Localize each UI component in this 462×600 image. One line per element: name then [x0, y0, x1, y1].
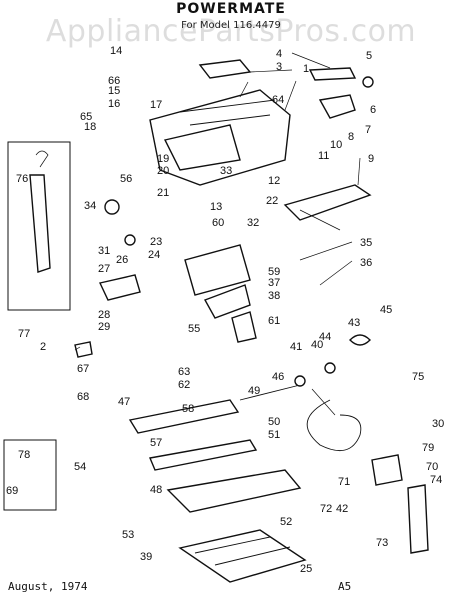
- callout-label: 37: [268, 277, 280, 289]
- callout-label: 57: [150, 437, 162, 449]
- callout-label: 36: [360, 257, 372, 269]
- callout-label: 5: [366, 50, 372, 62]
- callout-label: 63: [178, 366, 190, 378]
- callout-label: 6: [370, 104, 376, 116]
- switch-plate-part: [371, 454, 403, 486]
- callout-label: 48: [150, 484, 162, 496]
- callout-label: 33: [220, 165, 232, 177]
- callout-label: 38: [268, 290, 280, 302]
- callout-label: 45: [380, 304, 392, 316]
- callout-label: 62: [178, 379, 190, 391]
- callout-label: 46: [272, 371, 284, 383]
- callout-label: 59: [268, 266, 280, 278]
- callout-label: 51: [268, 429, 280, 441]
- pad-part: [198, 59, 252, 79]
- callout-label: 50: [268, 416, 280, 428]
- callout-label: 9: [368, 153, 374, 165]
- callout-label: 65: [80, 111, 92, 123]
- callout-label: 25: [300, 563, 312, 575]
- callout-label: 39: [140, 551, 152, 563]
- callout-label: 43: [348, 317, 360, 329]
- callout-labels: 1 2 3 4 5 6 7 8 9 10 11 12 13 14 15 16 1…: [6, 45, 444, 575]
- callout-label: 73: [376, 537, 388, 549]
- callout-label: 74: [430, 474, 442, 486]
- bumper-bar-part: [283, 184, 372, 221]
- callout-label: 11: [318, 150, 329, 162]
- callout-label: 31: [98, 245, 110, 257]
- page-number: A5: [338, 580, 352, 593]
- callout-label: 67: [77, 363, 89, 375]
- callout-label: 14: [110, 45, 122, 57]
- base-plate-part: [178, 529, 307, 583]
- callout-label: 66: [108, 75, 120, 87]
- hose-tube-part: [29, 174, 51, 273]
- callout-label: 64: [272, 94, 284, 106]
- callout-label: 19: [157, 153, 169, 165]
- callout-label: 8: [348, 131, 354, 143]
- callout-label: 70: [426, 461, 438, 473]
- callout-label: 68: [77, 391, 89, 403]
- callout-label: 7: [365, 124, 371, 136]
- callout-label: 76: [16, 173, 28, 185]
- callout-label: 21: [157, 187, 169, 199]
- callout-label: 52: [280, 516, 292, 528]
- diagram-title: POWERMATE: [176, 1, 286, 17]
- callout-label: 47: [118, 396, 130, 408]
- callout-label: 56: [120, 173, 132, 185]
- callout-label: 42: [336, 503, 348, 515]
- brush-roll-part: [128, 399, 240, 434]
- callout-label: 49: [248, 385, 260, 397]
- callout-label: 35: [360, 237, 372, 249]
- callout-label: 1: [303, 63, 309, 75]
- callout-label: 32: [247, 217, 259, 229]
- callout-label: 58: [182, 403, 194, 415]
- callout-label: 27: [98, 263, 110, 275]
- callout-label: 3: [276, 61, 282, 73]
- revision-date: August, 1974: [8, 580, 88, 593]
- hose-bracket-box: [7, 141, 71, 311]
- callout-label: 24: [148, 249, 160, 261]
- callout-label: 4: [276, 48, 282, 60]
- callout-label: 2: [40, 341, 46, 353]
- callout-label: 55: [188, 323, 200, 335]
- callout-label: 29: [98, 321, 110, 333]
- callout-label: 26: [116, 254, 128, 266]
- callout-label: 77: [18, 328, 30, 340]
- callout-label: 75: [412, 371, 424, 383]
- callout-label: 72: [320, 503, 332, 515]
- callout-label: 78: [18, 449, 30, 461]
- callout-label: 40: [311, 339, 323, 351]
- callout-label: 10: [330, 139, 342, 151]
- callout-label: 17: [150, 99, 162, 111]
- diagram-subtitle: For Model 116.4479: [181, 20, 281, 31]
- callout-label: 34: [84, 200, 96, 212]
- callout-label: 79: [422, 442, 434, 454]
- callout-label: 44: [319, 331, 331, 343]
- callout-label: 15: [108, 85, 120, 97]
- callout-label: 23: [150, 236, 162, 248]
- inset-box: [3, 439, 57, 511]
- callout-label: 53: [122, 529, 134, 541]
- callout-label: 54: [74, 461, 86, 473]
- callout-label: 61: [268, 315, 280, 327]
- callout-label: 69: [6, 485, 18, 497]
- callout-label: 41: [290, 341, 302, 353]
- callout-label: 12: [268, 175, 280, 187]
- callout-label: 71: [338, 476, 350, 488]
- motor-part: [184, 244, 251, 296]
- callout-label: 16: [108, 98, 120, 110]
- callout-label: 30: [432, 418, 444, 430]
- callout-label: 60: [212, 217, 224, 229]
- callout-label: 18: [84, 121, 96, 133]
- callout-label: 20: [157, 165, 169, 177]
- callout-label: 22: [266, 195, 278, 207]
- callout-label: 13: [210, 201, 222, 213]
- callout-label: 28: [98, 309, 110, 321]
